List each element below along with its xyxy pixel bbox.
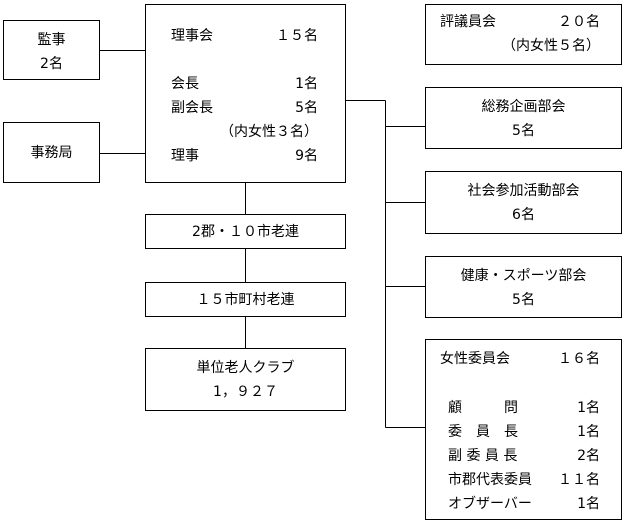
social-participation-count: 6名 [512,207,535,223]
unit-clubs-box: 単位老人クラブ 1，９２７ [145,348,346,411]
auditor-box: 監事 2名 [3,20,100,80]
board-title-count: １５名 [276,28,318,44]
municipal-federation-label: １５市町村老連 [196,292,295,308]
councilors-box: 評議員会 ２０名 （内女性５名） [425,4,622,65]
municipal-federation-box: １５市町村老連 [145,282,346,317]
health-sports-count: 5名 [512,292,535,308]
councilors-title: 評議員会 [440,14,496,30]
board-box: 理事会 １５名 会長 1名 副会長 5名 （内女性３名） 理事 9名 [145,4,346,183]
board-row-label: 副会長 [171,100,213,116]
secretariat-title: 事務局 [30,145,73,161]
member-count: 1名 [577,496,600,512]
social-participation-title: 社会参加活動部会 [467,183,580,199]
womens-committee-title: 女性委員会 [440,351,510,367]
auditor-title: 監事 [37,32,66,48]
board-women-note: （内女性３名） [220,124,318,140]
member-count: １１名 [558,472,600,488]
board-row-count: 1名 [295,76,318,92]
unit-clubs-count: 1，９２７ [213,384,278,400]
member-count: 1名 [577,400,600,416]
board-row-label: 会長 [171,76,199,92]
district-federation-label: 2郡・１０市老連 [192,224,299,240]
councilors-note: （内女性５名） [502,38,600,54]
member-role: 副 委 員 長 [448,448,518,464]
member-role: 市郡代表委員 [448,472,532,488]
district-federation-box: 2郡・１０市老連 [145,214,346,249]
general-planning-box: 総務企画部会 5名 [425,87,622,149]
general-planning-title: 総務企画部会 [481,99,566,115]
secretariat-box: 事務局 [3,122,100,183]
councilors-count: ２０名 [558,14,600,30]
board-row-label: 理事 [171,148,199,164]
member-role: オブザーバー [448,496,532,512]
member-role: 顧 問 [448,400,518,416]
board-title: 理事会 [171,28,213,44]
health-sports-box: 健康・スポーツ部会 5名 [425,256,622,318]
board-row-count: 5名 [295,100,318,116]
member-count: 2名 [577,448,600,464]
social-participation-box: 社会参加活動部会 6名 [425,171,622,234]
health-sports-title: 健康・スポーツ部会 [460,268,587,284]
member-role: 委 員 長 [448,424,518,440]
womens-committee-box: 女性委員会 １６名 顧 問 1名 委 員 長 1名 副 委 員 長 2名 市郡代… [425,339,622,520]
unit-clubs-label: 単位老人クラブ [196,360,295,376]
board-row-count: 9名 [295,148,318,164]
womens-committee-count: １６名 [558,351,600,367]
auditor-count: 2名 [40,56,63,72]
member-count: 1名 [577,424,600,440]
general-planning-count: 5名 [512,123,535,139]
